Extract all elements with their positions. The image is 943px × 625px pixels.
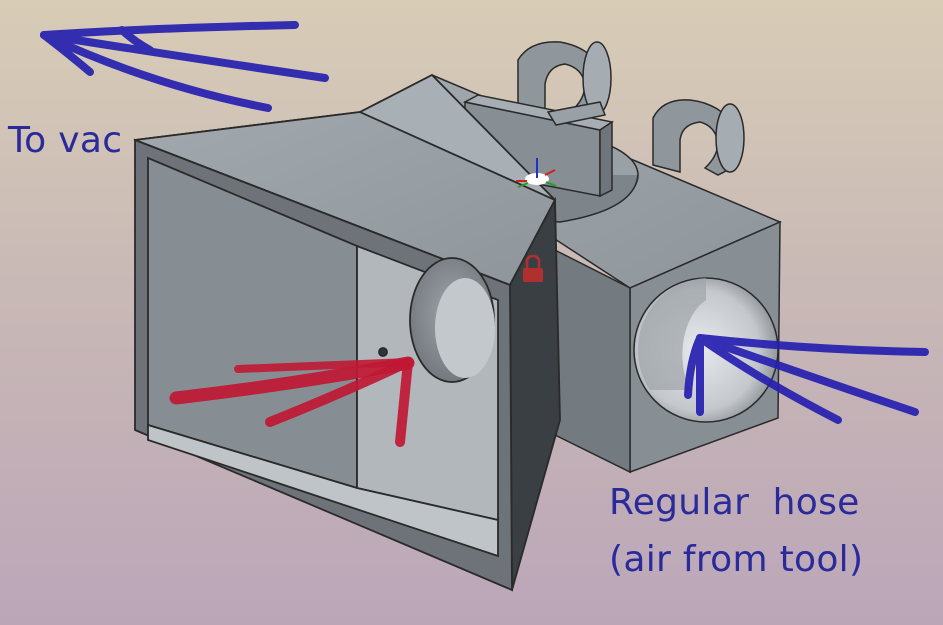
axis-gizmo-icon xyxy=(516,158,557,188)
regular-hose-label: Regular hose xyxy=(609,482,860,523)
blue-arrow-to-vac xyxy=(40,21,329,112)
front-funnel xyxy=(133,73,561,592)
lock-icon xyxy=(523,254,543,282)
red-airflow-arrow xyxy=(169,356,415,447)
to-vac-label: To vac xyxy=(8,120,123,161)
air-from-tool-label: (air from tool) xyxy=(609,539,864,580)
blue-arrow-from-tool xyxy=(684,334,929,424)
